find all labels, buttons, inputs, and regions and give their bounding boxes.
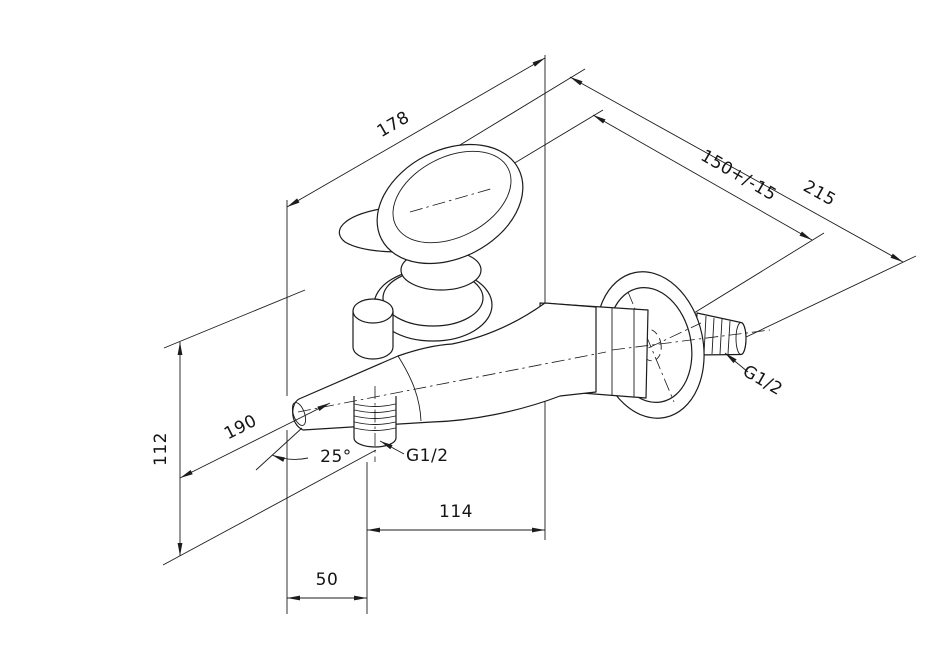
dim-line-215 [569,76,904,263]
dimension-arrowhead [570,77,583,86]
dimension-arrowhead [180,470,193,478]
dimension-arrowhead [799,231,812,240]
nipple-thread-line [354,427,396,431]
handle-paddle-top-edge [392,150,512,244]
inlet-thread-text: G1/2 [739,361,786,400]
dim-215-text: 215 [800,177,839,211]
ext-line-112-top [163,289,306,349]
dimension-arrowhead [367,527,380,533]
dim-190-text: 190 [221,411,260,444]
dim-178-text: 178 [374,108,413,142]
dimension-arrowhead [177,342,183,355]
dim-112-text: 112 [151,432,171,466]
ext-line-112-bottom [162,449,377,566]
dim-114-text: 114 [439,502,473,522]
wall-pipe-end-cap [735,322,747,355]
spout-body-crease [397,355,422,422]
ext-line-215-right [743,255,917,339]
spout-opening [291,402,307,426]
dim-50-text: 50 [316,570,339,590]
angle-arrowhead [272,455,285,462]
angle-25-text: 25° [320,447,352,467]
dimension-arrowhead [287,595,300,601]
dim-line-178 [286,57,546,208]
pipe-center-line [611,329,771,351]
diverter-cap [352,298,394,324]
angle-ray-line [255,427,303,471]
pipe-thread-line [719,318,723,355]
nipple-thread-line [354,421,396,425]
ext-line-150-left [507,109,604,168]
dimension-arrowhead [593,115,606,124]
dimension-arrowhead [354,595,367,601]
dimension-arrowhead [532,58,545,67]
diverter-cylinder [352,311,394,360]
handle-paddle [376,143,524,265]
handle-center-line [409,187,495,213]
body-center-line [297,351,607,413]
pipe-thread-line [711,317,715,355]
nipple-thread-line [354,403,396,407]
pipe-thread-line [727,320,731,355]
faucet-drawing [291,143,771,462]
outlet-thread-text: G1/2 [406,446,449,466]
flange-center-line-b [627,291,675,403]
dim-line-190 [179,402,331,479]
ext-line-215-left [454,68,586,149]
dimension-arrowhead [380,441,393,450]
dim-line-150 [592,114,813,241]
dimension-arrowhead [287,198,300,207]
dimension-arrowhead [725,353,737,364]
dimension-arrowhead [532,527,545,533]
dim-150-text: 150+/-15 [697,146,780,205]
dimension-arrowhead [890,253,903,262]
dimension-arrowhead [317,403,330,411]
dimension-arrowhead [177,543,183,556]
